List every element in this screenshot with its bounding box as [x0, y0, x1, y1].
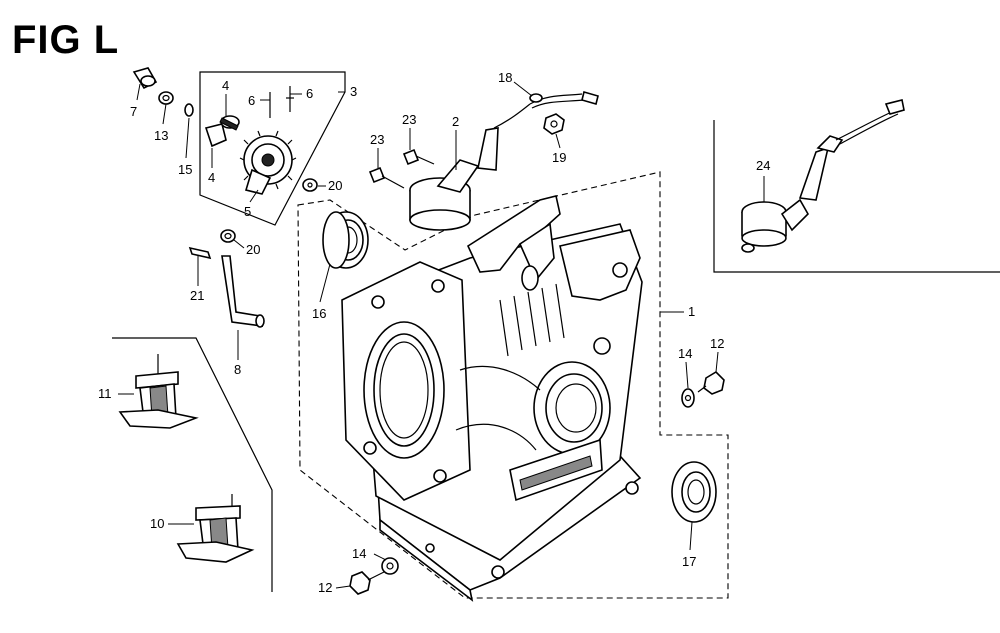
callout-5: 5 — [244, 204, 251, 219]
callout-14-bottom: 14 — [352, 546, 366, 561]
oil-seal-17-part — [671, 461, 717, 523]
callout-6-left: 6 — [248, 93, 255, 108]
callout-11: 11 — [98, 386, 112, 401]
ring-15-part — [184, 103, 194, 117]
callout-4-upper: 4 — [222, 78, 229, 93]
oil-sensor-24-part — [741, 99, 905, 253]
callout-16: 16 — [312, 306, 326, 321]
governor-weight-part — [204, 115, 240, 148]
callout-23-upper: 23 — [402, 112, 416, 127]
callout-3: 3 — [350, 84, 357, 99]
callout-6-right: 6 — [306, 86, 313, 101]
wire-lead-18-part — [529, 91, 599, 109]
washer-14a-part — [681, 388, 695, 408]
callout-17: 17 — [682, 554, 696, 569]
callout-7: 7 — [130, 104, 137, 119]
bolt-12a-part — [697, 370, 725, 395]
callout-24: 24 — [756, 158, 770, 173]
mount-group-outline — [112, 337, 273, 592]
governor-group-outline — [199, 71, 346, 226]
washer-13-part — [158, 91, 174, 105]
callout-labels: 7 13 15 4 4 5 6 6 3 20 20 21 8 18 23 23 … — [98, 70, 770, 595]
callout-23-lower: 23 — [370, 132, 384, 147]
nut-19-part — [543, 113, 565, 135]
breather-cap-part — [132, 67, 158, 90]
bolt-23a-part — [402, 148, 435, 166]
callout-14-right: 14 — [678, 346, 692, 361]
breather-tube-2-part — [409, 103, 531, 231]
callout-2: 2 — [452, 114, 459, 129]
governor-gear-part — [239, 130, 297, 195]
callout-1: 1 — [688, 304, 695, 319]
callout-12-right: 12 — [710, 336, 724, 351]
callout-20-lower: 20 — [246, 242, 260, 257]
callout-19: 19 — [552, 150, 566, 165]
washer-20a-part — [302, 178, 318, 192]
washer-20b-part — [220, 229, 236, 243]
callout-20-upper: 20 — [328, 178, 342, 193]
crankcase-group-outline — [297, 171, 729, 599]
callout-8: 8 — [234, 362, 241, 377]
washer-14b-part — [381, 557, 399, 575]
callout-21: 21 — [190, 288, 204, 303]
clip-21-part — [188, 246, 212, 260]
figure-title: FIG L — [12, 18, 120, 62]
callout-4-lower: 4 — [208, 170, 215, 185]
callout-13: 13 — [154, 128, 168, 143]
governor-shaft-8-part — [221, 255, 265, 328]
oil-sensor-group-outline — [713, 120, 1000, 273]
callout-18: 18 — [498, 70, 512, 85]
callout-15: 15 — [178, 162, 192, 177]
oil-seal-16-part — [322, 211, 369, 269]
bolt-23b-part — [368, 166, 405, 189]
bolt-12b-part — [349, 571, 385, 595]
engine-mount-11-part — [118, 354, 199, 429]
engine-mount-10-part — [176, 494, 255, 563]
leader-lines — [118, 81, 765, 589]
callout-10: 10 — [150, 516, 164, 531]
crankcase-body-part — [341, 195, 643, 602]
callout-12-bottom: 12 — [318, 580, 332, 595]
governor-pins-part — [269, 86, 294, 118]
